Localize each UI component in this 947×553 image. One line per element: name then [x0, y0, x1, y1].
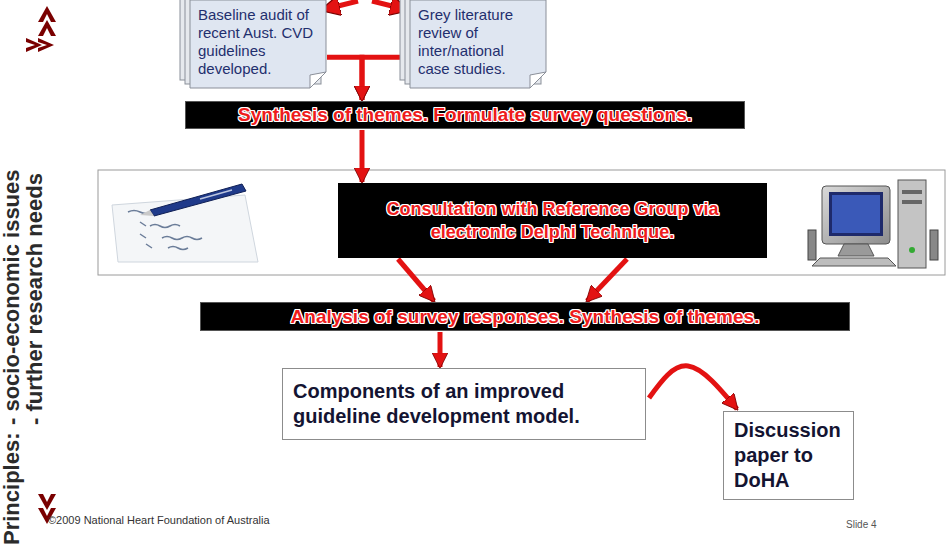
slide-number: Slide 4 [846, 519, 877, 530]
document-stack: Grey literature review of inter/national… [410, 0, 546, 88]
copyright-note: ©2009 National Heart Foundation of Austr… [48, 514, 270, 526]
node-text: Discussion paper to DoHA [734, 418, 843, 493]
outcome-box: Components of an improved guideline deve… [282, 368, 646, 440]
computer-illustration [808, 180, 938, 268]
principles-sidebar: Principles: - socio-economic issues- fur… [0, 0, 46, 553]
node-text: Components of an improved guideline deve… [293, 379, 635, 429]
paper-pen-illustration [112, 184, 258, 262]
node-text: Baseline audit of recent Aust. CVD guide… [198, 6, 318, 78]
flow-arrow [360, 130, 365, 182]
flow-arrow [587, 259, 627, 301]
process-box: Consultation with Reference Group via el… [338, 183, 767, 258]
flow-arrow [398, 259, 434, 301]
process-band: Synthesis of themes. Formulate survey qu… [185, 101, 745, 129]
sidebar-point: - socio-economic issues [0, 169, 23, 425]
sidebar-point: - further research needs [23, 169, 46, 425]
process-band: Analysis of survey responses. Synthesis … [200, 302, 850, 331]
document-stack: Baseline audit of recent Aust. CVD guide… [190, 0, 326, 88]
flow-arrow [327, 57, 362, 100]
node-text: Synthesis of themes. Formulate survey qu… [238, 104, 692, 126]
sidebar-heading: Principles: [0, 425, 23, 545]
flow-arrow [438, 332, 443, 367]
top-arrow [322, 1, 358, 10]
node-text: Grey literature review of inter/national… [418, 6, 538, 78]
consultation-panel [98, 170, 945, 275]
flow-arrow [649, 366, 737, 409]
output-box: Discussion paper to DoHA [723, 411, 854, 500]
node-text: Consultation with Reference Group via el… [378, 198, 727, 244]
node-text: Analysis of survey responses. Synthesis … [291, 306, 760, 328]
